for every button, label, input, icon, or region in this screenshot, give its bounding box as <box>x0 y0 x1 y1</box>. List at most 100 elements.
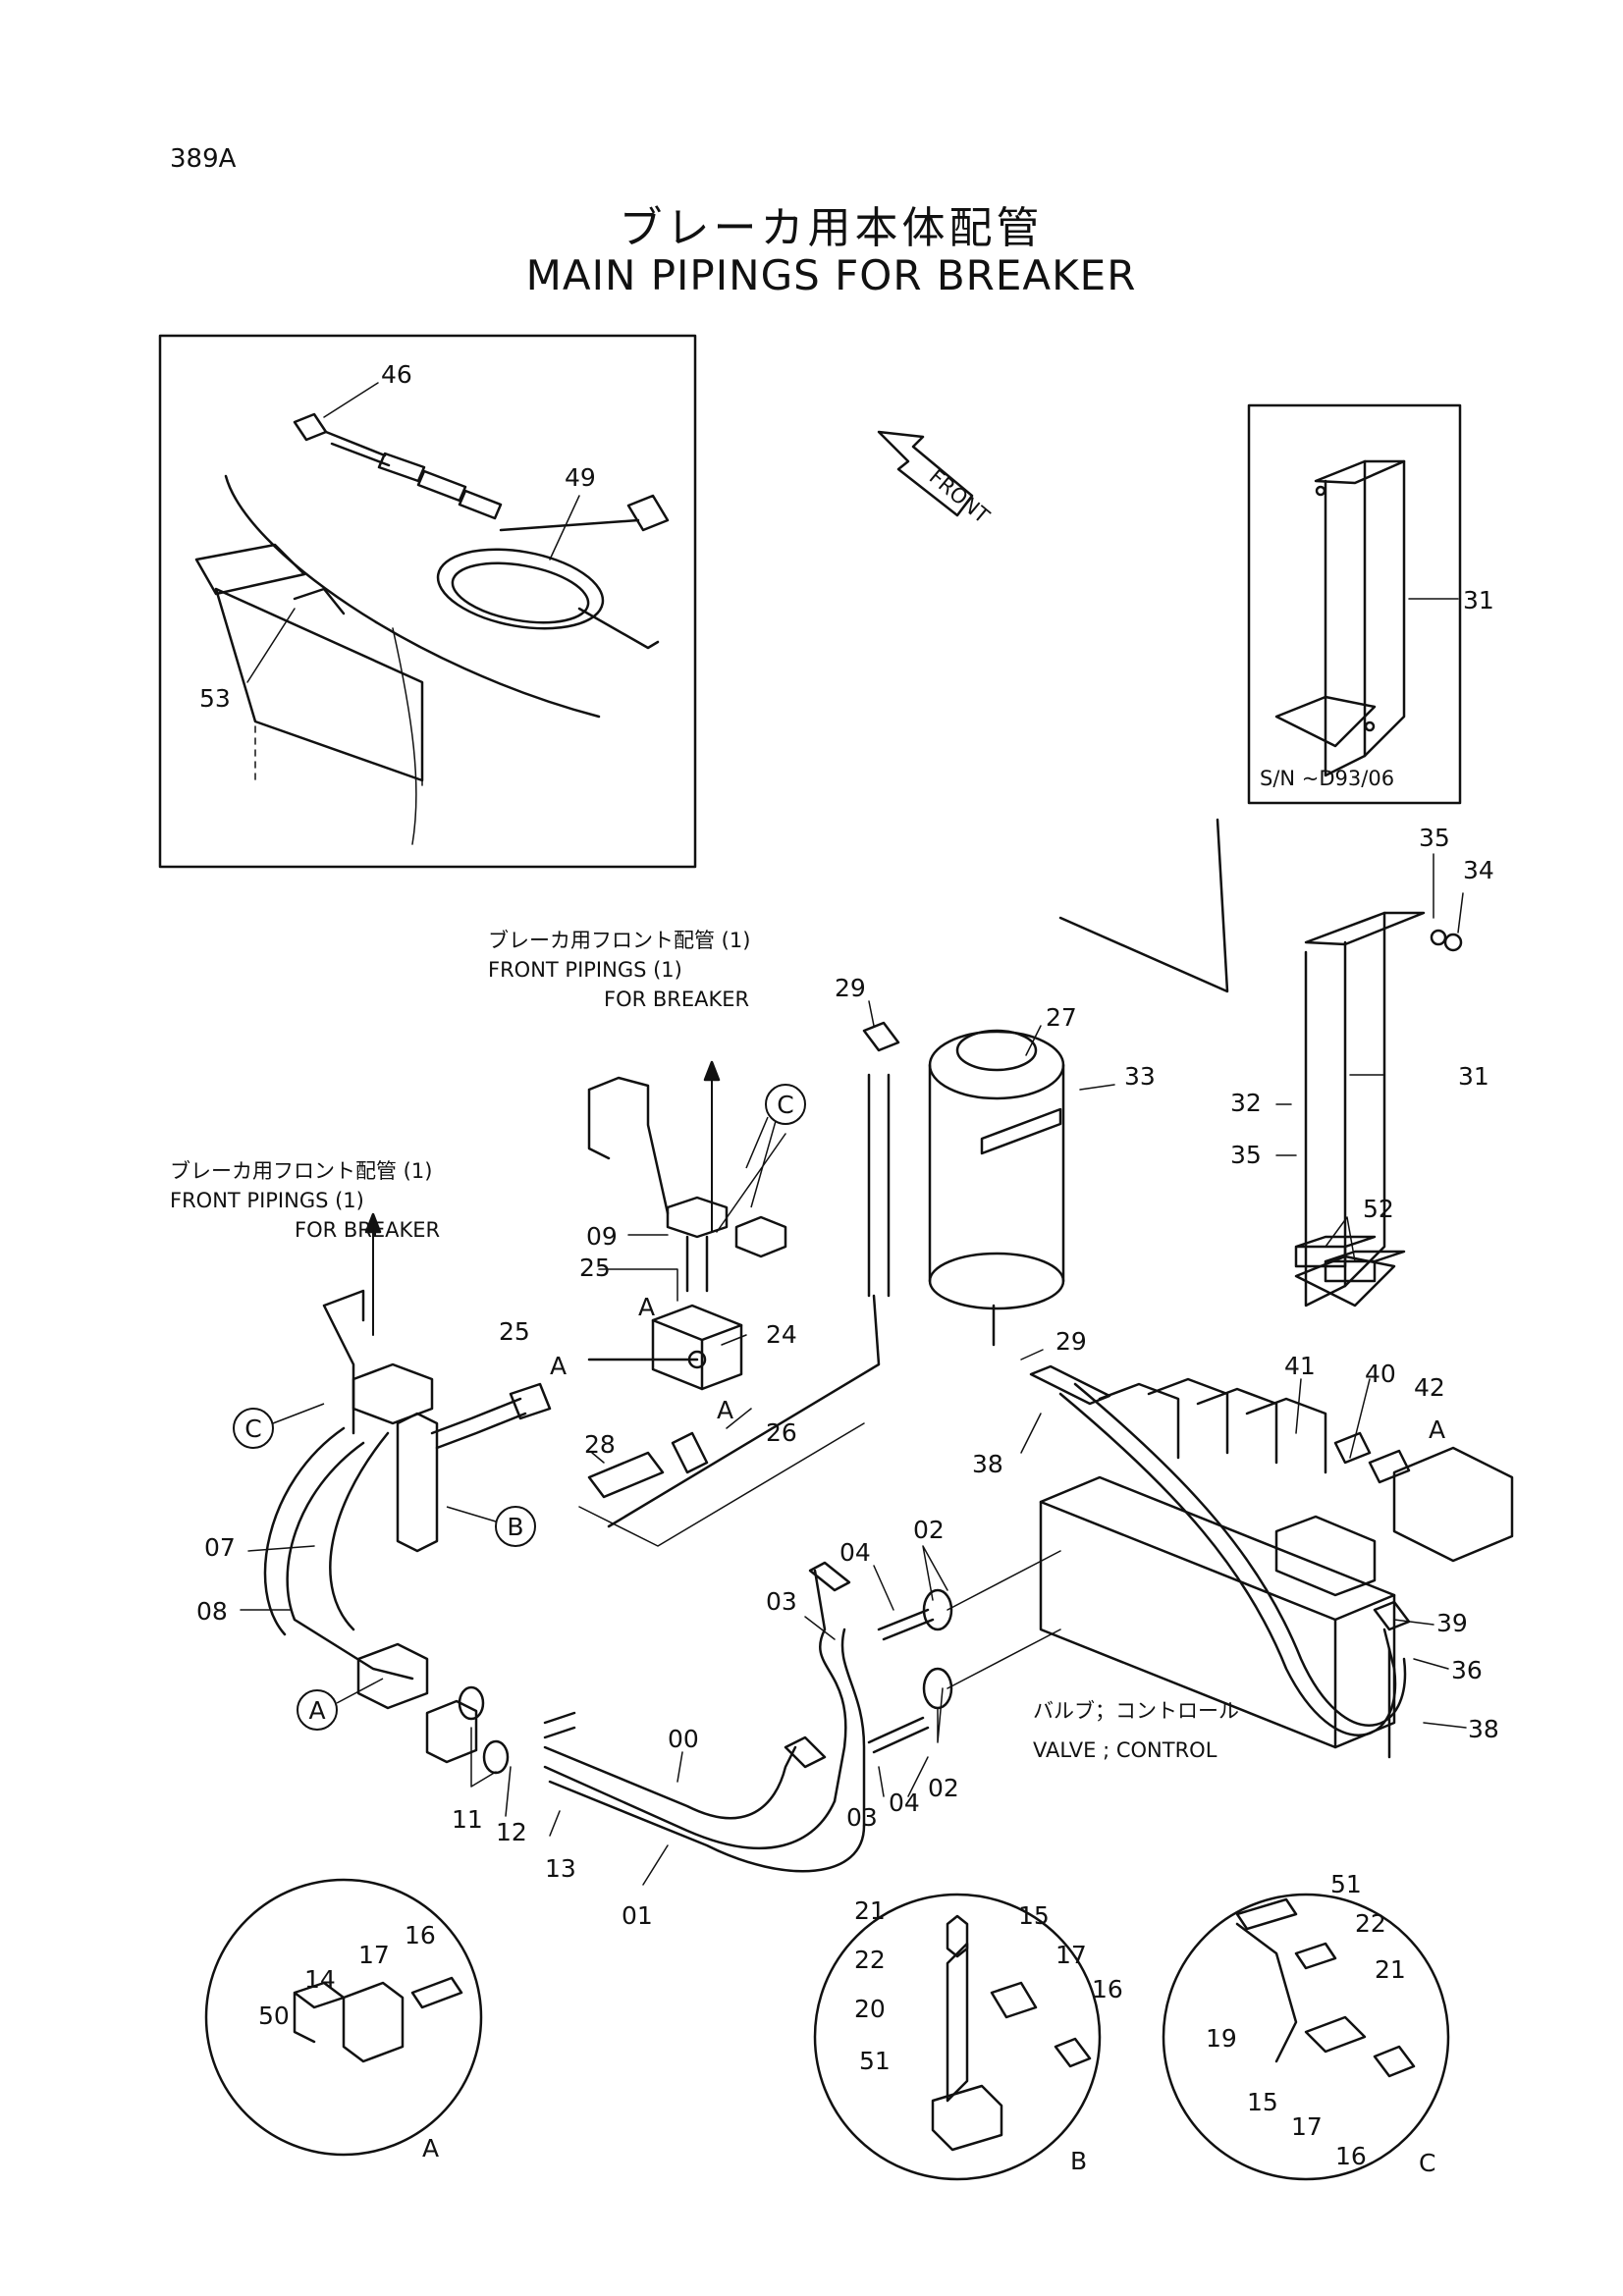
left-pipings <box>263 1212 552 1764</box>
part-13: 13 <box>545 1854 576 1883</box>
part-03-upper: 03 <box>766 1587 797 1616</box>
detail-b <box>813 1893 1102 2181</box>
accumulator-27 <box>928 1029 1065 1347</box>
detail-c <box>1162 1893 1450 2181</box>
part-17-b: 17 <box>1055 1941 1087 1969</box>
part-38-lower: 38 <box>1468 1715 1499 1743</box>
part-16-c: 16 <box>1335 2142 1367 2170</box>
front-pipings-upper-jp: ブレーカ用フロント配管 (1) <box>488 929 750 952</box>
part-42: 42 <box>1414 1373 1445 1402</box>
bracket-31 <box>1058 818 1463 1308</box>
part-52: 52 <box>1363 1195 1394 1223</box>
part-number-labels: 46 49 53 31 35 34 31 29 27 33 32 35 52 0… <box>196 360 1499 2170</box>
part-21-b: 21 <box>854 1896 886 1925</box>
valve-note-jp: バルブ；コントロール <box>1033 1699 1239 1723</box>
svg-text:C: C <box>777 1091 793 1119</box>
serial-note: S/N ~D93/06 <box>1260 767 1394 790</box>
part-25-upper: 25 <box>579 1254 611 1282</box>
part-17-a: 17 <box>358 1941 390 1969</box>
control-valve <box>1029 1364 1514 1759</box>
inset-bracket-box <box>1247 403 1462 805</box>
detail-a-label: A <box>422 2134 439 2163</box>
part-49: 49 <box>565 463 596 492</box>
part-07: 07 <box>204 1533 236 1562</box>
valve-block-24 <box>587 1304 743 1391</box>
title-english: MAIN PIPINGS FOR BREAKER <box>525 251 1137 299</box>
part-19: 19 <box>1206 2024 1237 2053</box>
part-36: 36 <box>1451 1656 1483 1684</box>
check-valve-28 <box>578 1422 865 1547</box>
part-02-upper: 02 <box>913 1516 945 1544</box>
part-22-c: 22 <box>1355 1909 1386 1938</box>
label-a-upper: A <box>638 1293 655 1321</box>
part-34: 34 <box>1463 856 1494 884</box>
svg-text:C: C <box>244 1415 261 1443</box>
lower-pipes <box>458 1561 866 1873</box>
part-51-c: 51 <box>1330 1870 1362 1898</box>
part-16-b: 16 <box>1092 1975 1123 2003</box>
title-japanese: ブレーカ用本体配管 <box>619 203 1044 253</box>
hose-29 <box>607 1021 900 1528</box>
svg-text:B: B <box>507 1513 523 1541</box>
part-46: 46 <box>381 360 412 389</box>
part-40: 40 <box>1365 1360 1396 1388</box>
part-39: 39 <box>1436 1609 1468 1637</box>
part-33: 33 <box>1124 1062 1156 1091</box>
part-38-upper: 38 <box>972 1450 1003 1478</box>
front-pipings-upper-en-b: FOR BREAKER <box>604 988 749 1011</box>
part-41: 41 <box>1284 1352 1316 1380</box>
callout-a: A <box>297 1678 384 1731</box>
part-35-top: 35 <box>1419 824 1450 852</box>
part-31-inset: 31 <box>1463 586 1494 614</box>
part-29-top: 29 <box>835 974 866 1002</box>
front-pipings-upper-en-a: FRONT PIPINGS (1) <box>488 958 682 982</box>
label-a-valve: A <box>1429 1415 1445 1444</box>
front-pipings-left-en-a: FRONT PIPINGS (1) <box>170 1189 364 1212</box>
callout-c-upper: C <box>745 1084 806 1208</box>
part-24: 24 <box>766 1320 797 1349</box>
part-00: 00 <box>668 1725 699 1753</box>
part-20: 20 <box>854 1995 886 2023</box>
part-32: 32 <box>1230 1089 1262 1117</box>
page-code: 389A <box>170 144 237 174</box>
part-15-b: 15 <box>1018 1901 1050 1930</box>
svg-text:A: A <box>308 1696 325 1725</box>
part-51-b: 51 <box>859 2047 891 2075</box>
part-14: 14 <box>304 1965 336 1994</box>
part-17-c: 17 <box>1291 2112 1323 2141</box>
part-28: 28 <box>584 1430 616 1459</box>
detail-a <box>204 1878 483 2157</box>
part-12: 12 <box>496 1818 527 1846</box>
detail-c-label: C <box>1419 2149 1435 2177</box>
part-03-lower: 03 <box>846 1803 878 1832</box>
part-16-a: 16 <box>405 1921 436 1949</box>
part-02-lower: 02 <box>928 1774 959 1802</box>
detail-b-label: B <box>1070 2147 1087 2175</box>
part-04-lower: 04 <box>889 1789 920 1817</box>
part-09: 09 <box>586 1222 618 1251</box>
flanges <box>867 1550 1061 1754</box>
part-04-upper: 04 <box>839 1538 871 1567</box>
part-26: 26 <box>766 1418 797 1447</box>
callout-b: B <box>446 1506 536 1547</box>
leader-lines <box>240 382 1467 1886</box>
valve-note-en: VALVE ; CONTROL <box>1033 1738 1217 1762</box>
part-35-bottom: 35 <box>1230 1141 1262 1169</box>
front-piping-upper <box>587 1060 787 1293</box>
part-50: 50 <box>258 2002 290 2030</box>
part-22-b: 22 <box>854 1946 886 1974</box>
part-53: 53 <box>199 684 231 713</box>
part-21-c: 21 <box>1375 1955 1406 1984</box>
part-27: 27 <box>1046 1003 1077 1032</box>
front-pipings-left-en-b: FOR BREAKER <box>295 1218 440 1242</box>
front-pipings-left-jp: ブレーカ用フロント配管 (1) <box>170 1159 432 1183</box>
part-31-main: 31 <box>1458 1062 1489 1091</box>
blocks-52 <box>1294 1235 1406 1283</box>
part-08: 08 <box>196 1597 228 1626</box>
label-a-left: A <box>550 1352 567 1380</box>
part-15-c: 15 <box>1247 2088 1278 2116</box>
inset-harness-box <box>158 334 697 869</box>
callout-c-left: C <box>233 1403 325 1449</box>
part-11: 11 <box>452 1805 483 1834</box>
